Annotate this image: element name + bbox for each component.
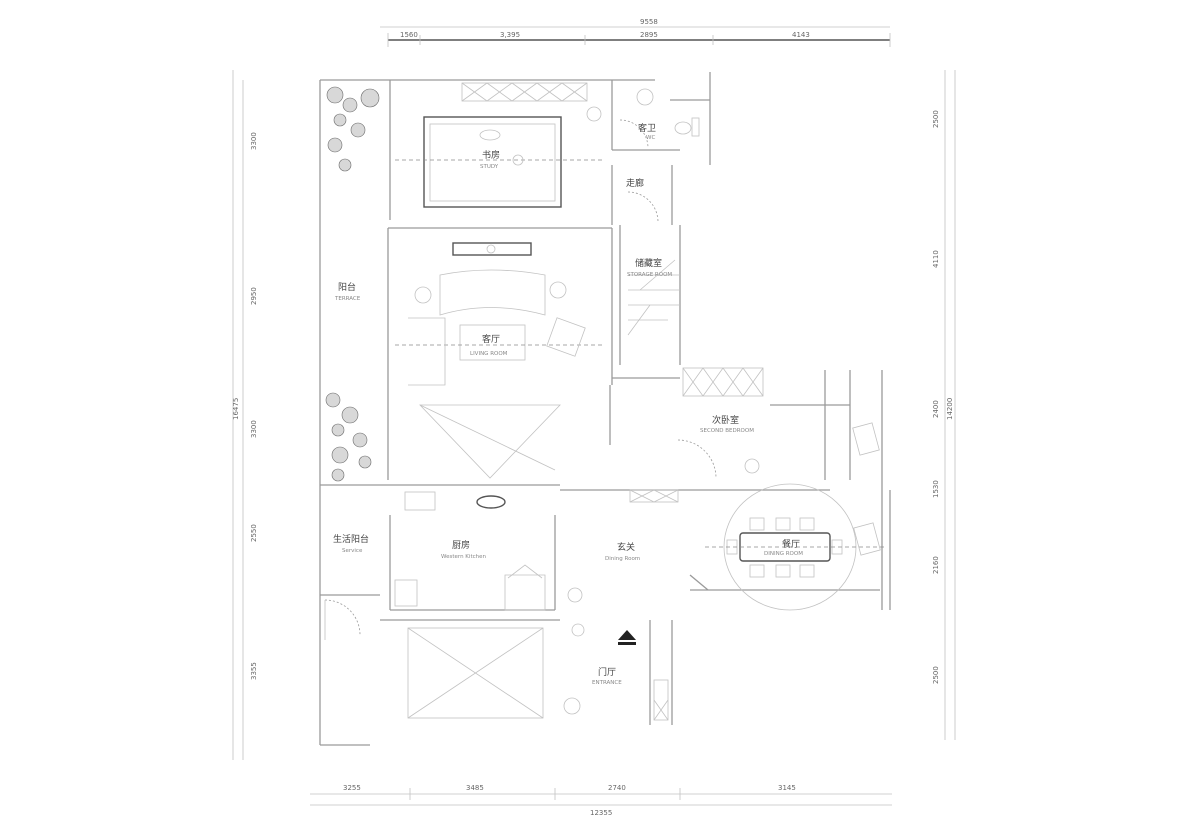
dimension-lines	[232, 26, 956, 806]
dim-bottom-1: 3255	[343, 784, 361, 792]
room-service-name: 生活阳台	[333, 533, 369, 545]
dining-furniture	[705, 483, 885, 611]
room-service-sub: Service	[342, 548, 363, 554]
dim-bottom-4: 3145	[778, 784, 796, 792]
room-balcony-name: 阳台	[338, 281, 356, 293]
dim-right-1: 2500	[932, 110, 940, 128]
study-bed	[395, 116, 605, 208]
walkway-door	[627, 191, 659, 223]
dim-left-2: 2950	[250, 287, 258, 305]
room-foyer-name: 玄关	[617, 541, 635, 553]
dim-top-total: 9558	[640, 18, 658, 26]
room-entrance-name: 门厅	[598, 666, 616, 678]
dim-left-total: 16475	[232, 398, 240, 420]
room-study-name: 书房	[482, 149, 500, 161]
room-study-sub: STUDY	[480, 164, 499, 170]
room-storage-name: 储藏室	[635, 257, 662, 269]
room-foyer-sub: Dining Room	[605, 556, 640, 562]
room-kitchen-sub: Western Kitchen	[441, 554, 486, 560]
dim-top-3: 2895	[640, 31, 658, 39]
room-dining-sub: DINING ROOM	[764, 551, 803, 557]
entrance-furniture	[324, 489, 679, 721]
room-storage-sub: STORAGE ROOM	[627, 272, 672, 278]
dim-left-5: 3355	[250, 662, 258, 680]
room-second-bedroom-name: 次卧室	[712, 414, 739, 426]
dim-bottom-total: 12355	[590, 809, 612, 817]
plant-icon	[325, 392, 372, 482]
dim-left-3: 3300	[250, 420, 258, 438]
study-wardrobe	[461, 82, 588, 102]
dim-left-1: 3300	[250, 132, 258, 150]
dim-right-3: 2400	[932, 400, 940, 418]
dim-left-4: 2550	[250, 524, 258, 542]
dim-top-4: 4143	[792, 31, 810, 39]
room-living-name: 客厅	[482, 333, 500, 345]
room-balcony-sub: TERRACE	[334, 296, 361, 302]
dim-top-2: 3,395	[500, 31, 520, 39]
living-room-furniture	[395, 242, 605, 479]
room-entrance-sub: ENTRANCE	[592, 680, 622, 686]
entrance-arrow-icon	[618, 630, 636, 645]
room-kitchen-name: 厨房	[452, 539, 470, 551]
room-bath-name: 客卫	[638, 122, 656, 134]
room-second-bedroom-sub: SECOND BEDROOM	[700, 428, 754, 434]
dim-right-6: 2500	[932, 666, 940, 684]
room-dining-name: 餐厅	[782, 538, 800, 550]
kitchen-furniture	[394, 491, 546, 611]
dim-bottom-3: 2740	[608, 784, 626, 792]
dim-top-1: 1560	[400, 31, 418, 39]
guest-bath-fixtures	[586, 88, 700, 149]
room-bath-sub: WC	[646, 135, 655, 141]
dim-right-total: 14200	[946, 398, 954, 420]
storage-shelves	[627, 259, 680, 336]
walls	[319, 72, 891, 746]
room-walkway-name: 走廊	[626, 177, 644, 189]
room-living-sub: LIVING ROOM	[470, 351, 508, 357]
plant-icon	[326, 86, 380, 172]
dim-right-2: 4110	[932, 250, 940, 268]
second-bedroom-furniture	[677, 367, 880, 479]
dim-right-5: 2160	[932, 556, 940, 574]
dim-bottom-2: 3485	[466, 784, 484, 792]
dim-right-4: 1530	[932, 480, 940, 498]
